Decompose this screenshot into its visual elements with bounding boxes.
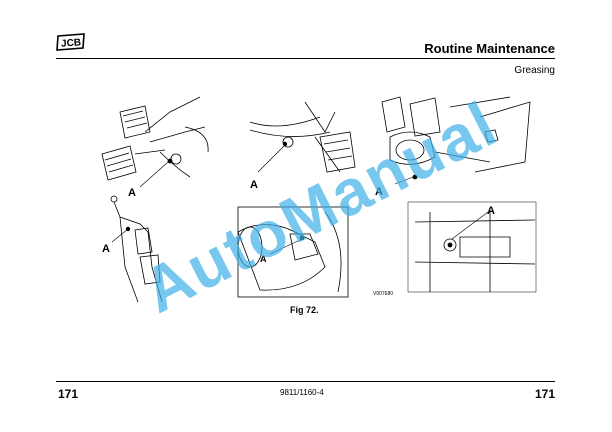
brake-pedal-panel: A — [249, 101, 356, 191]
axle-hub-panel: A V007680 — [237, 206, 393, 298]
callout-a-pedal-left: A — [128, 187, 136, 199]
callout-a-brake-pedal: A — [250, 179, 258, 191]
callout-a-hub: A — [260, 254, 267, 264]
jcb-logo: JCB — [56, 33, 85, 51]
steering-bracket-panel: A — [375, 96, 531, 198]
page-title: Routine Maintenance — [424, 41, 555, 56]
header-divider — [56, 58, 555, 59]
page-number-left: 171 — [58, 387, 79, 401]
greasing-points-illustration: A A A — [101, 96, 537, 303]
callout-a-column: A — [375, 186, 383, 198]
document-code: 9811/1160-4 — [280, 388, 324, 397]
figure-caption: Fig 72. — [290, 305, 319, 315]
page-number-right: 171 — [534, 387, 555, 401]
callout-a-linkage: A — [102, 243, 110, 255]
pedal-linkage-panel: A — [102, 195, 163, 303]
pedal-panel-left: A — [101, 96, 209, 199]
pivot-detail-panel: A — [407, 201, 537, 293]
footer-divider — [56, 381, 555, 382]
logo-text: JCB — [61, 37, 82, 49]
page-subtitle: Greasing — [514, 65, 555, 76]
callout-a-pivot: A — [487, 205, 495, 217]
image-code: V007680 — [373, 291, 393, 297]
